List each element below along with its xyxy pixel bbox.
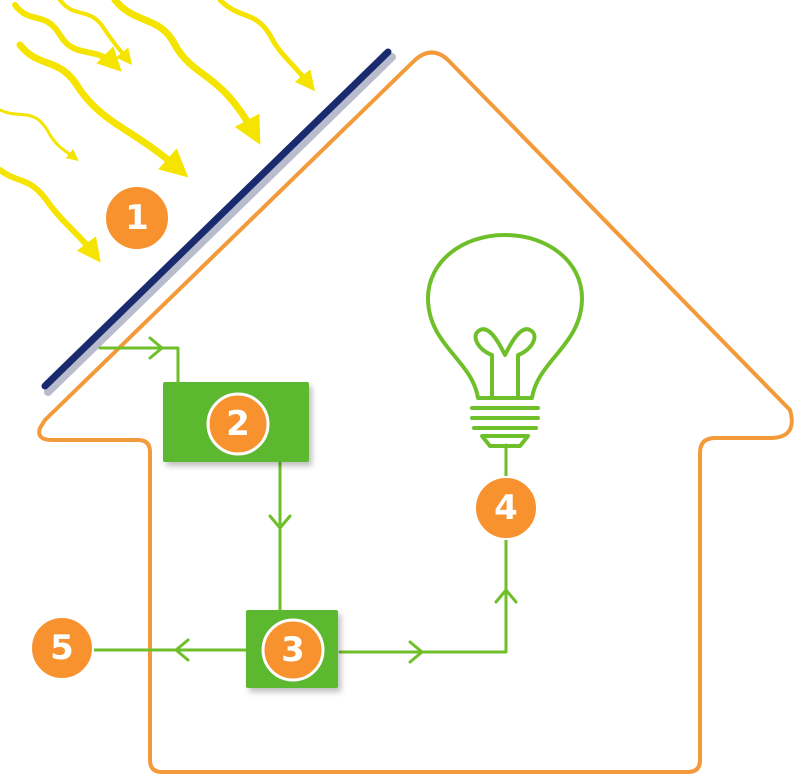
sun-ray — [58, 0, 132, 65]
house-outline — [37, 50, 794, 774]
svg-text:4: 4 — [494, 488, 518, 528]
step-badge-2: 2 — [206, 392, 270, 456]
sun-ray — [111, 0, 261, 145]
svg-text:2: 2 — [226, 404, 250, 444]
step-badge-1: 1 — [104, 185, 170, 251]
arrow-head — [408, 640, 424, 664]
svg-text:1: 1 — [125, 198, 149, 238]
step-badge-3: 3 — [261, 618, 325, 682]
svg-text:5: 5 — [50, 628, 74, 668]
arrow-head — [148, 336, 164, 360]
box3-to-bulb-line — [338, 538, 508, 654]
svg-text:3: 3 — [281, 630, 305, 670]
arrow-head — [494, 588, 518, 604]
sun-ray — [0, 167, 101, 263]
panel-to-box2-line — [98, 346, 180, 384]
bulb-base-tip — [480, 434, 530, 448]
sun-rays-icon — [0, 0, 315, 263]
solar-panel-icon — [41, 48, 396, 396]
light-bulb-icon — [426, 233, 584, 448]
step-badge-5: 5 — [30, 616, 94, 680]
sun-ray — [12, 2, 122, 72]
bulb-glass — [426, 233, 584, 400]
connection-lines — [91, 336, 518, 664]
sun-ray — [217, 0, 315, 92]
sun-ray — [16, 41, 189, 178]
bulb-filament — [473, 327, 537, 398]
step-badge-4: 4 — [474, 476, 538, 540]
arrow-head — [268, 514, 292, 530]
arrow-head — [174, 638, 190, 662]
sun-ray — [0, 108, 79, 161]
